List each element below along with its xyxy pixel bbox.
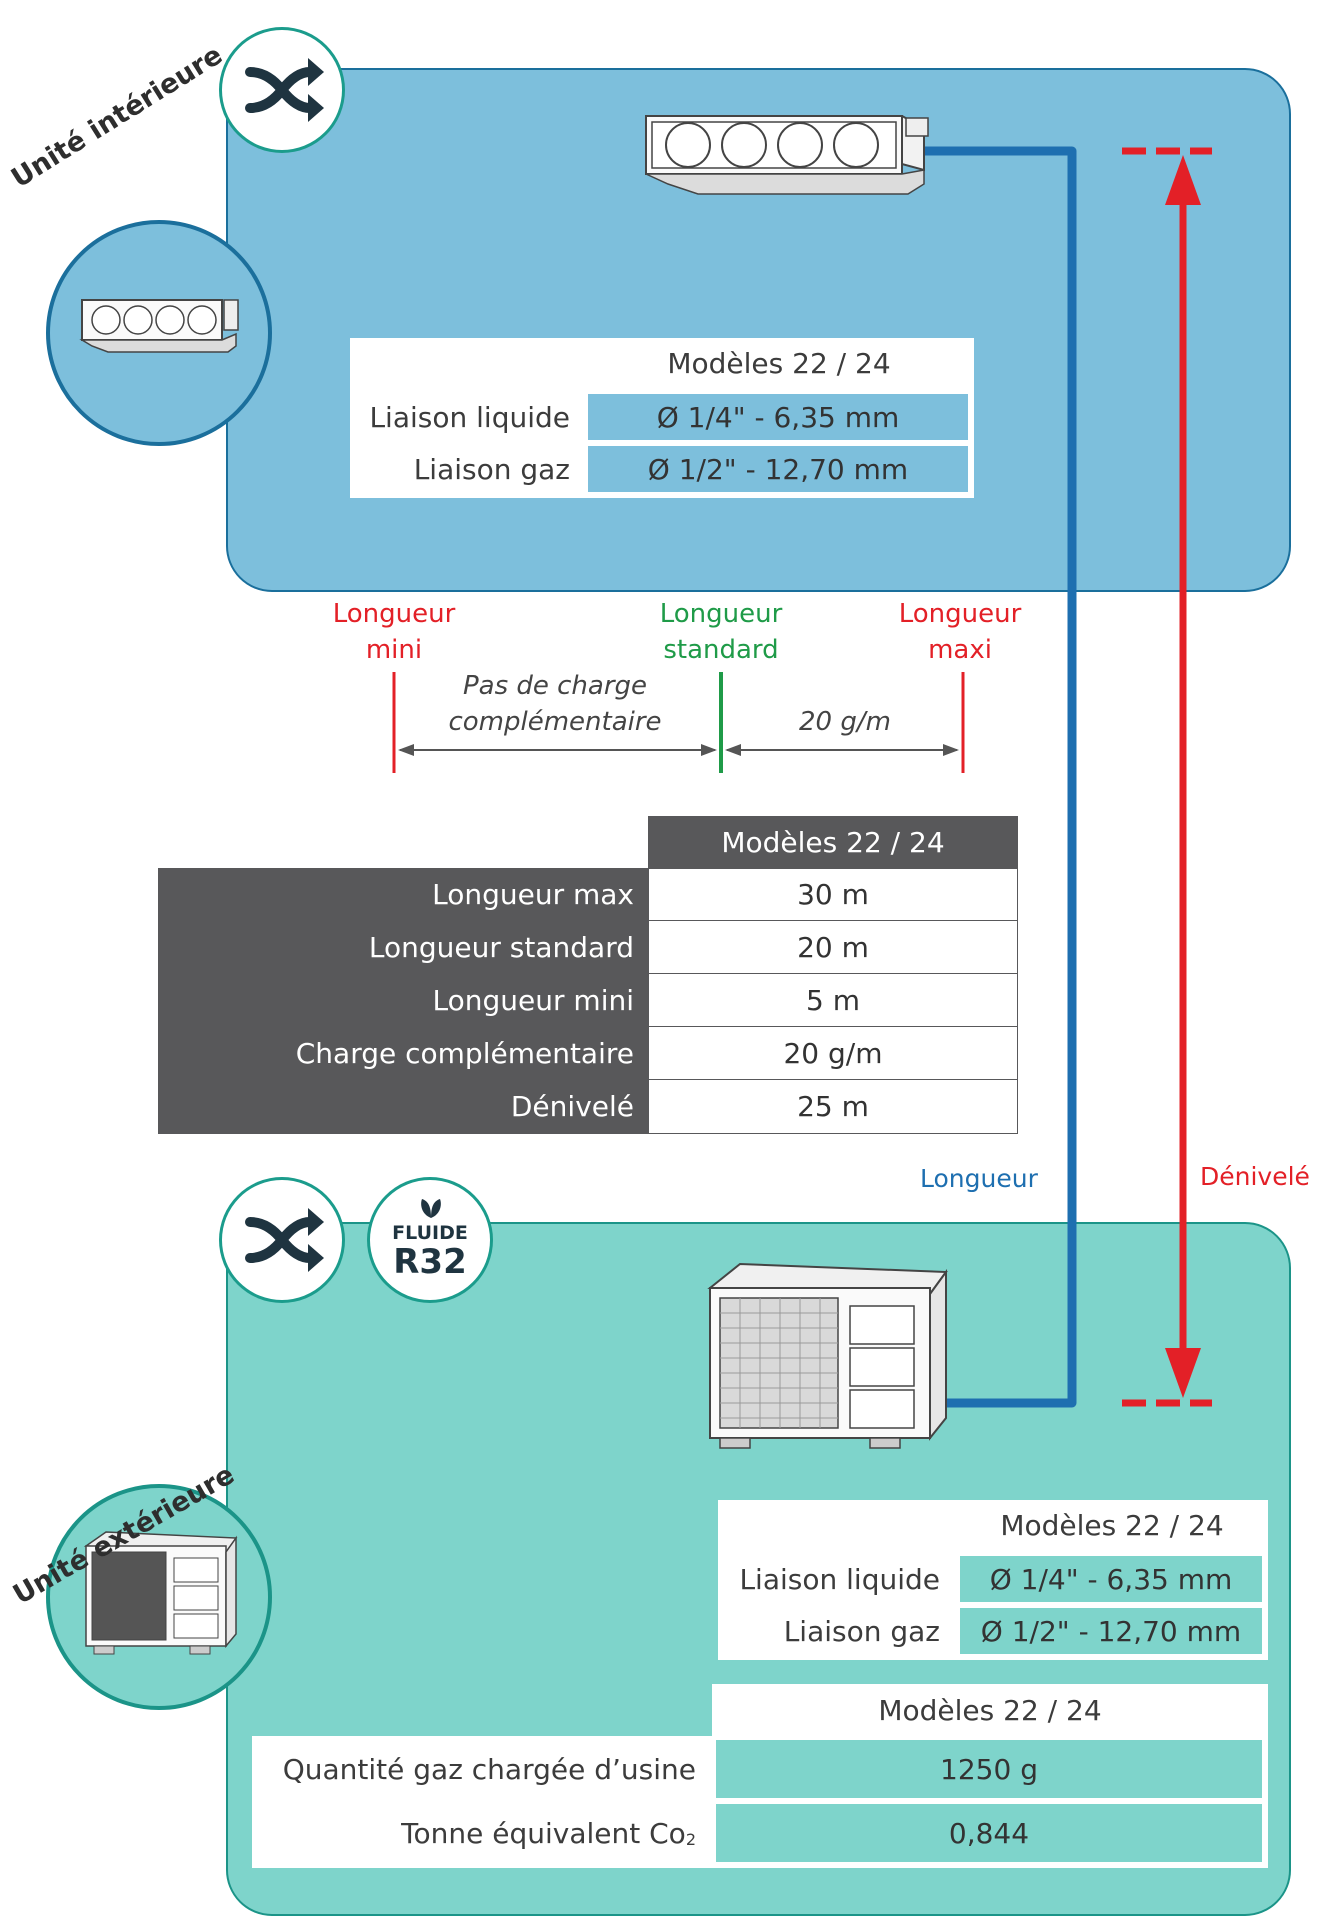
extra-charge-rate-label: 20 g/m xyxy=(799,707,891,737)
elevation-arrow-up xyxy=(1165,155,1201,205)
indoor-table-header: Modèles 22 / 24 xyxy=(667,346,891,380)
main-table-label: Dénivelé xyxy=(510,1090,634,1123)
main-table-value: 20 g/m xyxy=(648,1027,1018,1080)
min-length-label: Longueur mini xyxy=(332,599,456,665)
refrigerant-top-label: FLUIDE xyxy=(392,1222,468,1244)
refrigerant-line xyxy=(908,146,1077,1408)
factory-gas-label: Quantité gaz chargée d’usine xyxy=(282,1752,696,1786)
max-length-label: Longueur maxi xyxy=(898,599,1022,665)
leaf-icon xyxy=(421,1199,441,1218)
outdoor-gas-value: Ø 1/2" - 12,70 mm xyxy=(960,1608,1262,1654)
main-table-value: 30 m xyxy=(648,868,1018,921)
shuffle-badge-indoor xyxy=(222,30,342,150)
outdoor-liquid-label: Liaison liquide xyxy=(739,1562,940,1596)
gas-table-header: Modèles 22 / 24 xyxy=(878,1693,1102,1727)
indoor-connection-table: Modèles 22 / 24 Liaison liquide Ø 1/4" -… xyxy=(350,338,974,498)
outdoor-unit-icon xyxy=(83,1531,238,1655)
factory-gas-table: Modèles 22 / 24 Quantité gaz chargée d’u… xyxy=(252,1694,1268,1868)
standard-length-label: Longueur standard xyxy=(659,599,783,665)
outdoor-unit-badge xyxy=(46,1484,272,1710)
main-table-label: Longueur max xyxy=(432,878,634,911)
elevation-label: Dénivelé xyxy=(1200,1162,1310,1191)
shuffle-icon xyxy=(245,58,324,122)
main-table-label: Longueur mini xyxy=(432,984,634,1017)
outdoor-liquid-value: Ø 1/4" - 6,35 mm xyxy=(960,1556,1262,1602)
shuffle-icon xyxy=(245,1208,324,1272)
outdoor-unit-icon xyxy=(707,1262,948,1449)
indoor-liquid-value: Ø 1/4" - 6,35 mm xyxy=(588,394,968,440)
indoor-gas-value: Ø 1/2" - 12,70 mm xyxy=(588,446,968,492)
indoor-unit-badge xyxy=(46,220,272,446)
indoor-unit-icon xyxy=(645,115,929,195)
elevation-arrow-down xyxy=(1165,1348,1201,1398)
co2-equivalent-value: 0,844 xyxy=(716,1804,1262,1862)
main-table-label: Charge complémentaire xyxy=(295,1037,634,1070)
main-table-value: 20 m xyxy=(648,921,1018,974)
shuffle-badge-outdoor xyxy=(222,1180,342,1300)
indoor-unit-icon xyxy=(79,299,239,353)
main-table-header: Modèles 22 / 24 xyxy=(648,816,1018,868)
indoor-liquid-label: Liaison liquide xyxy=(369,400,570,434)
outdoor-table-header: Modèles 22 / 24 xyxy=(1000,1508,1224,1542)
length-specs-table: Modèles 22 / 24 Longueur max 30 m Longueur… xyxy=(158,816,1018,1134)
indoor-gas-label: Liaison gaz xyxy=(413,452,570,486)
main-table-value: 5 m xyxy=(648,974,1018,1027)
co2-subscript: 2 xyxy=(685,1829,696,1849)
main-table-label: Longueur standard xyxy=(368,931,634,964)
refrigerant-badge: FLUIDE R32 xyxy=(370,1180,490,1300)
main-table-value: 25 m xyxy=(797,1090,869,1123)
refrigerant-bottom-label: R32 xyxy=(393,1242,467,1282)
outdoor-connection-table: Modèles 22 / 24 Liaison liquide Ø 1/4" -… xyxy=(718,1500,1268,1660)
length-pipe-label: Longueur xyxy=(920,1164,1038,1193)
factory-gas-value: 1250 g xyxy=(716,1740,1262,1798)
no-extra-charge-label: Pas de charge complémentaire xyxy=(448,671,662,737)
outdoor-gas-label: Liaison gaz xyxy=(783,1614,940,1648)
co2-equivalent-text: Tonne équivalent Co xyxy=(401,1816,686,1850)
